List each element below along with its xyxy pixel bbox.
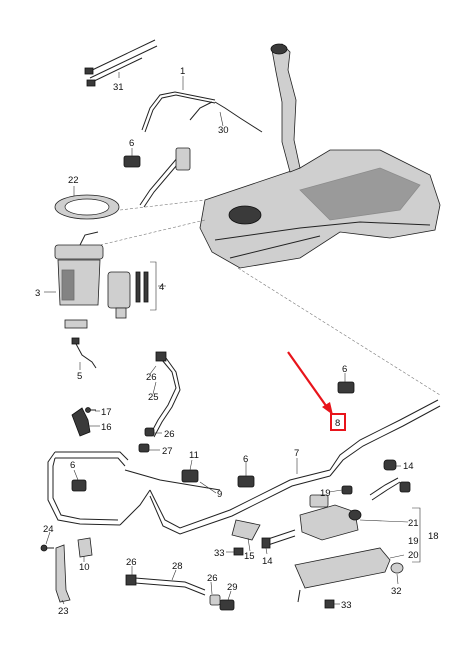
callout-6: 6 xyxy=(243,454,248,465)
callout-6: 6 xyxy=(342,364,347,375)
callout-8: 8 xyxy=(335,418,340,429)
callout-21: 21 xyxy=(408,518,419,529)
breather-line xyxy=(139,91,263,208)
callout-17: 17 xyxy=(101,407,112,418)
callout-14: 14 xyxy=(262,556,273,567)
callout-6: 6 xyxy=(70,460,75,471)
callout-20: 20 xyxy=(408,550,419,561)
callout-15: 15 xyxy=(244,551,255,562)
bracket-23 xyxy=(55,544,71,603)
locking-ring xyxy=(54,194,120,220)
callout-29: 29 xyxy=(227,582,238,593)
bracket-20 xyxy=(294,547,391,603)
callout-4: 4 xyxy=(159,282,164,293)
part-31-rods xyxy=(84,39,158,87)
hose-25 xyxy=(149,351,181,438)
callout-33: 33 xyxy=(214,548,225,559)
connector-19 xyxy=(341,477,411,501)
callout-11: 11 xyxy=(189,450,199,461)
clip-6-left xyxy=(71,479,87,492)
callout-33: 33 xyxy=(341,600,352,611)
callout-26: 26 xyxy=(164,429,175,440)
callout-1: 1 xyxy=(180,66,185,77)
fuel-pump-assembly xyxy=(54,231,104,329)
callout-26: 26 xyxy=(207,573,218,584)
highlighted-part-8[interactable] xyxy=(330,413,346,431)
wiring-harness-5 xyxy=(71,337,97,369)
callout-3: 3 xyxy=(35,288,40,299)
clip-14-lower xyxy=(261,529,296,549)
callout-18: 18 xyxy=(428,531,439,542)
clip-14-upper xyxy=(383,459,397,471)
callout-25: 25 xyxy=(148,392,159,403)
bolt-17 xyxy=(85,407,96,413)
clip-11 xyxy=(181,469,199,483)
reference-lines xyxy=(99,199,441,396)
callout-19: 19 xyxy=(408,536,419,547)
bolt-24 xyxy=(40,544,54,552)
bracket-4 xyxy=(150,261,157,311)
callout-16: 16 xyxy=(101,422,112,433)
fuel-tank xyxy=(199,149,441,269)
clip-26-mid xyxy=(144,427,155,437)
clip-27 xyxy=(138,443,150,453)
callout-6: 6 xyxy=(129,138,134,149)
callout-14: 14 xyxy=(403,461,414,472)
callout-27: 27 xyxy=(162,446,173,457)
callout-31: 31 xyxy=(113,82,124,93)
bracket-10 xyxy=(77,537,93,558)
bracket-18 xyxy=(412,507,421,563)
callout-10: 10 xyxy=(79,562,90,573)
callout-9: 9 xyxy=(217,489,222,500)
callout-22: 22 xyxy=(68,175,79,186)
callout-19: 19 xyxy=(320,488,331,499)
bracket-15 xyxy=(231,519,261,541)
callout-24: 24 xyxy=(43,524,54,535)
callout-32: 32 xyxy=(391,586,402,597)
hose-28 xyxy=(125,574,206,596)
seal-32 xyxy=(390,562,404,574)
leader-lines xyxy=(44,72,409,605)
callout-30: 30 xyxy=(218,125,229,136)
callout-5: 5 xyxy=(77,371,82,382)
clip-6-right xyxy=(337,381,355,394)
clip-6-upper xyxy=(123,155,141,168)
filler-neck xyxy=(270,43,301,173)
callout-7: 7 xyxy=(294,448,299,459)
callout-labels: 1 30 31 6 22 3 4 5 26 25 17 16 26 27 6 1… xyxy=(35,66,439,617)
callout-23: 23 xyxy=(58,606,69,617)
red-arrow xyxy=(287,351,333,415)
fuel-level-sender xyxy=(107,271,149,319)
clip-6-mid xyxy=(237,475,255,488)
callout-26: 26 xyxy=(146,372,157,383)
callout-26: 26 xyxy=(126,557,137,568)
charcoal-canister xyxy=(299,494,362,541)
callout-28: 28 xyxy=(172,561,183,572)
valve-29 xyxy=(209,594,235,611)
main-fuel-lines xyxy=(47,399,441,535)
